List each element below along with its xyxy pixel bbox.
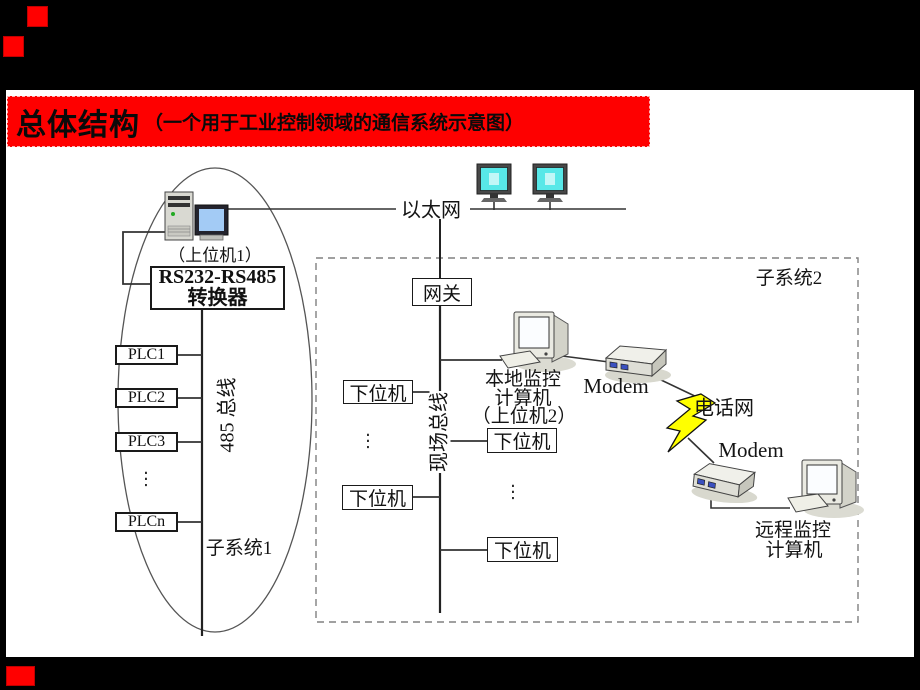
down-station-stub-lines	[413, 359, 502, 551]
converter-line2: 转换器	[187, 287, 248, 309]
ethernet-monitor-icon	[476, 163, 512, 210]
plc1-box: PLC1	[115, 345, 178, 365]
plc2-box: PLC2	[115, 388, 178, 408]
down-station-box: 下位机	[343, 380, 413, 405]
page-title: 总体结构	[16, 108, 140, 142]
plc3-box: PLC3	[115, 432, 178, 452]
red-square-deco-left	[3, 36, 24, 57]
desktop-computer-3d-icon	[787, 459, 864, 518]
letterbox-bottom	[0, 657, 920, 690]
remote-computer-label-2: 计算机	[765, 540, 823, 562]
crt-monitor-icon	[194, 204, 229, 241]
remote-computer-label-1: 远程监控	[754, 520, 832, 542]
plc-ellipsis: ⋮	[137, 468, 155, 490]
down-station-box: 下位机	[342, 485, 413, 510]
desktop-computer-3d-icon	[499, 311, 576, 372]
local-computer-label-1: 本地监控	[484, 369, 562, 391]
page-subtitle: （一个用于工业控制领域的通信系统示意图）	[144, 113, 525, 134]
down-station-box: 下位机	[487, 428, 557, 453]
plcn-box: PLCn	[115, 512, 178, 532]
letterbox-left	[0, 90, 6, 657]
converter-box: RS232-RS485 转换器	[150, 266, 285, 310]
subsystem2-label: 子系统2	[755, 268, 823, 290]
host1-label: （上位机1）	[168, 246, 262, 266]
ethernet-monitor-icon	[532, 163, 568, 210]
modem-3d-icon	[604, 345, 671, 383]
subsystem1-label: 子系统1	[205, 538, 273, 560]
local-computer-label-2: 计算机	[494, 388, 552, 410]
modem2-label: Modem	[718, 437, 784, 462]
rs485-bus-label: 485 总线	[216, 377, 239, 453]
red-square-deco-top	[27, 6, 48, 27]
slide-background	[6, 90, 914, 657]
letterbox-top	[0, 0, 920, 90]
subsystem2-dashed-box	[315, 257, 859, 623]
down-station-box: 下位机	[487, 537, 558, 562]
lightning-bolt-icon	[665, 393, 717, 453]
local-computer-label-3: （上位机2）	[471, 406, 577, 428]
modem-3d-icon	[691, 463, 758, 504]
gateway-box: 网关	[412, 278, 472, 306]
ethernet-label: 以太网	[401, 199, 461, 222]
host1-converter-link	[122, 231, 165, 285]
plc-stub-lines	[178, 354, 202, 523]
red-bar-deco-bottom	[6, 666, 35, 686]
tower-pc-icon	[164, 191, 194, 241]
fieldbus-label: 现场总线	[428, 391, 451, 473]
down-station-ellipsis-right: ⋮	[504, 481, 522, 503]
phone-network-label: 电话网	[694, 397, 754, 420]
title-banner: 总体结构 （一个用于工业控制领域的通信系统示意图）	[7, 96, 650, 147]
converter-line1: RS232-RS485	[158, 266, 277, 288]
modem1-label: Modem	[583, 373, 649, 398]
letterbox-right	[914, 90, 920, 657]
down-station-ellipsis-left: ⋮	[359, 430, 377, 452]
